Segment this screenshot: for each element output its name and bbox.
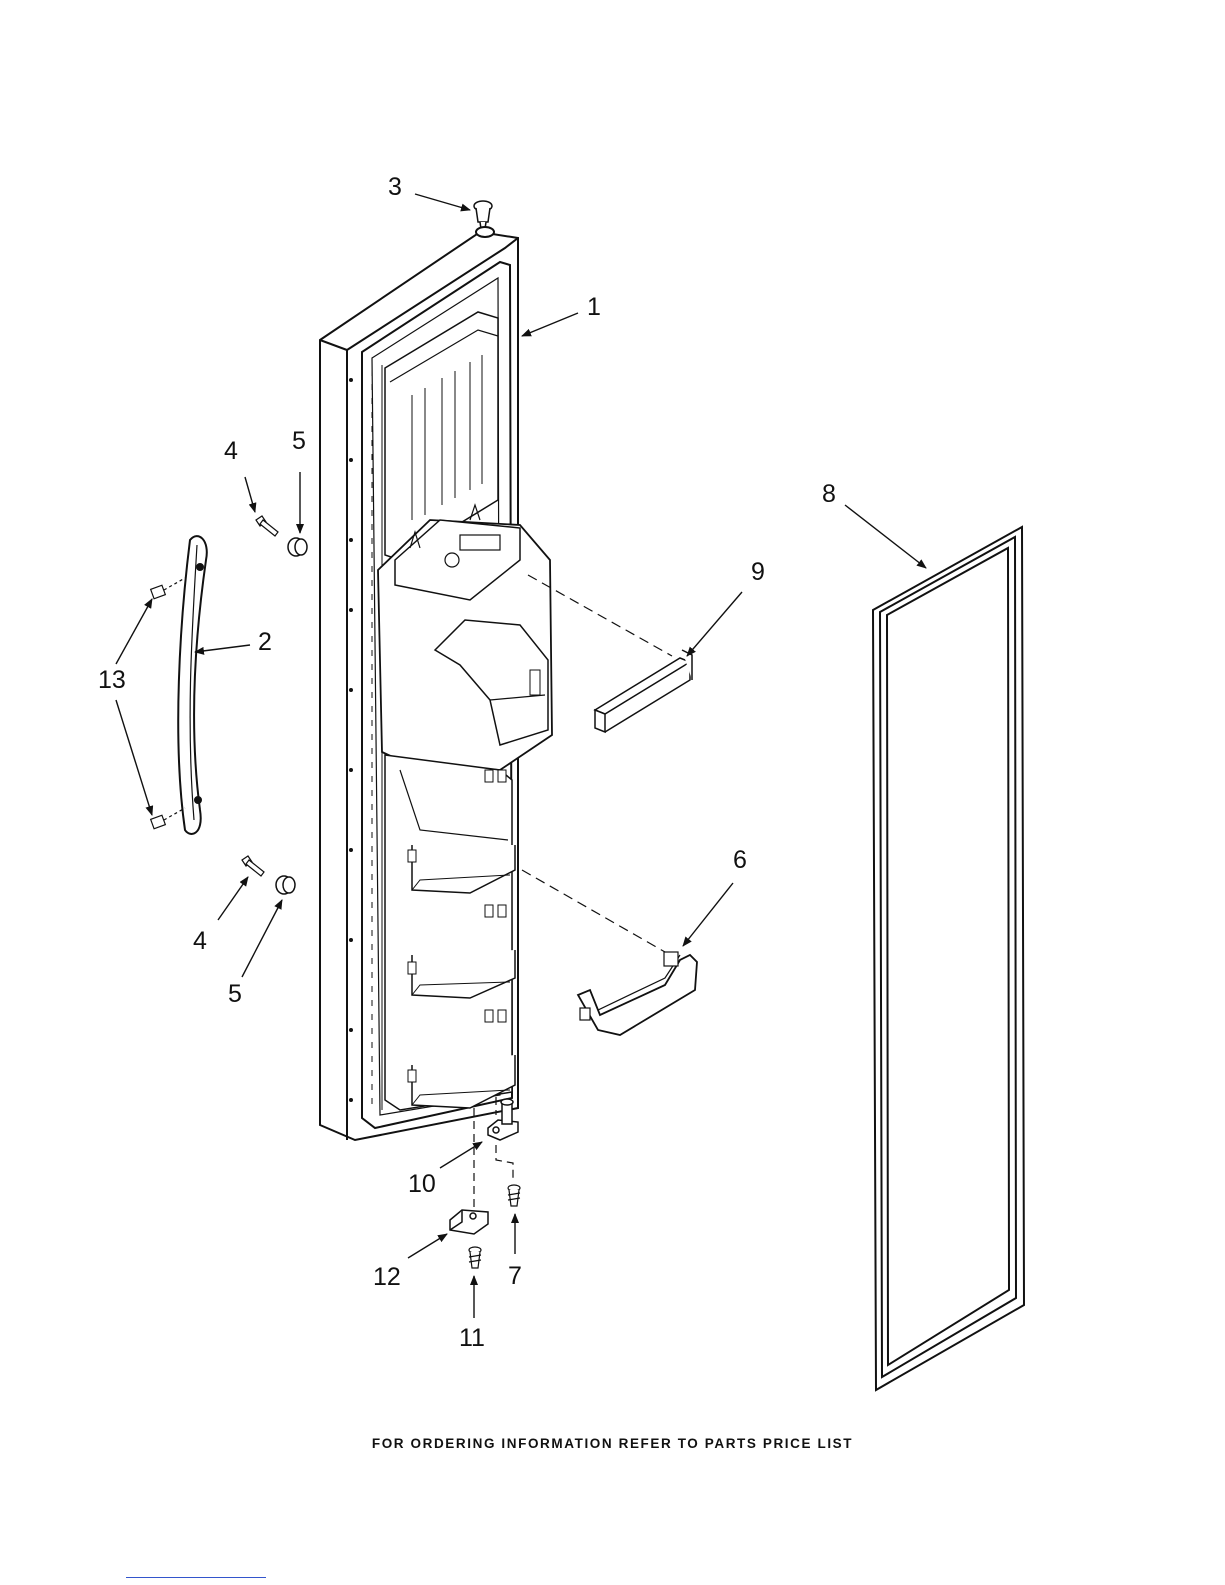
- hinge-block-screw: [469, 1247, 481, 1268]
- handle-mounting-screw-upper: [256, 516, 278, 536]
- callout-4-upper: 4: [224, 437, 238, 465]
- handle-spacer-lower: [276, 876, 295, 894]
- hinge-block: [450, 1210, 488, 1234]
- callout-10: 10: [408, 1170, 436, 1198]
- dispenser-trim: [595, 650, 692, 732]
- top-hinge-pin: [474, 201, 492, 229]
- door-handle: [178, 536, 207, 834]
- callout-4-lower: 4: [193, 927, 207, 955]
- hinge-screw: [508, 1185, 520, 1206]
- callout-7: 7: [508, 1262, 522, 1290]
- handle-spacer-upper: [288, 538, 307, 556]
- callout-13: 13: [98, 666, 126, 694]
- callout-8: 8: [822, 480, 836, 508]
- callout-5-upper: 5: [292, 427, 306, 455]
- callout-3: 3: [388, 173, 402, 201]
- callout-12: 12: [373, 1263, 401, 1291]
- door-bin: [578, 952, 697, 1035]
- callout-11: 11: [459, 1324, 485, 1352]
- page-link-underline: [126, 1577, 266, 1578]
- leader-6-dash: [522, 870, 665, 952]
- ordering-information-note: FOR ORDERING INFORMATION REFER TO PARTS …: [0, 1436, 1225, 1451]
- door-gasket: [873, 527, 1024, 1390]
- callout-1: 1: [587, 293, 601, 321]
- callout-2: 2: [258, 628, 272, 656]
- callout-5-lower: 5: [228, 980, 242, 1008]
- handle-mounting-screw-lower: [242, 856, 264, 876]
- refrigerator-door: [320, 227, 552, 1140]
- callout-6: 6: [733, 846, 747, 874]
- callout-9: 9: [751, 558, 765, 586]
